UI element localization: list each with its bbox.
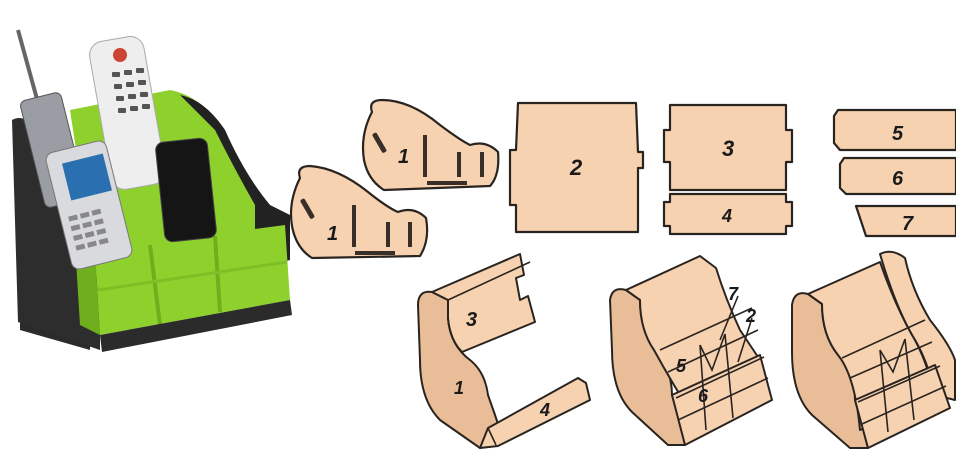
side-panel-1-upper: 1 (363, 100, 498, 190)
step2-label-5: 5 (676, 356, 687, 376)
label-part-3: 3 (722, 136, 734, 161)
assembly-step-3-complete (792, 252, 955, 448)
assembly-step-1: 3 1 4 (418, 254, 590, 448)
label-part-1-lower: 1 (327, 223, 338, 245)
label-part-6: 6 (892, 168, 904, 190)
step2-label-7: 7 (728, 284, 739, 304)
step2-label-6: 6 (698, 386, 709, 406)
step1-label-1: 1 (454, 378, 464, 398)
assembly-step-2: 7 2 5 6 (610, 256, 772, 445)
step2-label-2: 2 (745, 306, 756, 326)
step1-label-4: 4 (539, 400, 550, 420)
divider-5: 5 (834, 110, 956, 150)
black-phone (155, 138, 217, 243)
step1-label-3: 3 (466, 309, 477, 331)
label-part-5: 5 (892, 123, 904, 145)
bottom-panel-4: 4 (664, 194, 792, 234)
label-part-2: 2 (569, 155, 583, 180)
back-panel-2: 2 (510, 103, 643, 232)
label-part-7: 7 (902, 213, 914, 235)
front-panel-3: 3 (664, 105, 792, 190)
label-part-4: 4 (721, 206, 732, 226)
divider-6: 6 (840, 158, 956, 194)
divider-7: 7 (856, 206, 956, 236)
finished-organizer-photo (0, 0, 300, 370)
label-part-1-upper: 1 (398, 146, 409, 168)
